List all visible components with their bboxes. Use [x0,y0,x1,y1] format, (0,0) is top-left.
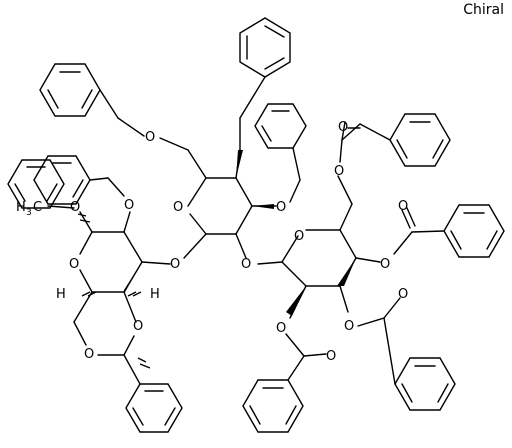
phenyl-ring-benzylidene [125,383,183,433]
oxygen-middle-ring: O [173,200,183,215]
benzoyl-ring-bottom-right [394,357,456,411]
left-pyranose-ring [79,231,143,293]
stereo-hashes [77,213,151,369]
stereo-wedges [124,150,356,316]
oxygen-c3-ester: O [344,319,354,334]
right-ring-substituents [285,121,445,385]
oxygen-link-left: O [170,257,180,272]
methyl-c: C [33,200,42,215]
oxygen-link-middle: O [241,257,251,272]
oxygen-ome: O [70,200,80,215]
oxygen-bn-middle: O [276,200,286,215]
oxygen-c6-ester: O [334,164,344,179]
phenyl-ring-top-left [39,63,101,117]
benzoyl-ring-top-right [389,113,451,167]
phenyl-ring-middle-benzyl [254,103,307,149]
benzylidene-acetal-ring [73,291,141,385]
glycosidic-link-2 [257,261,283,265]
oxygen-c2-ester: O [276,321,286,336]
oxygen-left-obn: O [124,198,134,213]
oxygen-c2-carbonyl: O [326,349,336,364]
oxygen-left-ring: O [69,257,79,272]
phenyl-ring-left-2 [33,155,91,205]
oxygen-acetal-left: O [84,347,94,362]
phenyl-ring-top-center [239,17,291,78]
oxygen-c4-carbonyl: O [398,199,408,214]
oxygen-c6-carbonyl: O [338,120,348,135]
methyl-h: H [16,200,26,215]
oxygen-c3-carbonyl: O [398,287,408,302]
methyl-label: H 3 C [16,200,42,218]
middle-ring-substituents [99,76,301,259]
oxygen-c4-ester: O [380,257,390,272]
benzoyl-ring-bottom [242,379,304,433]
hydrogen-right: H [150,287,160,302]
glycosidic-link-1 [141,261,171,265]
oxygen-right-ring: O [294,229,304,244]
oxygen-acetal-right: O [133,319,143,334]
methyl-subscript: 3 [26,208,32,218]
middle-pyranose-ring [187,177,253,235]
benzoyl-ring-right [443,204,505,258]
o-benzyl-left [89,177,131,233]
hydrogen-left: H [56,287,66,302]
chiral-flag: Chiral [463,2,504,18]
oxygen-ch2-left: O [145,130,155,145]
